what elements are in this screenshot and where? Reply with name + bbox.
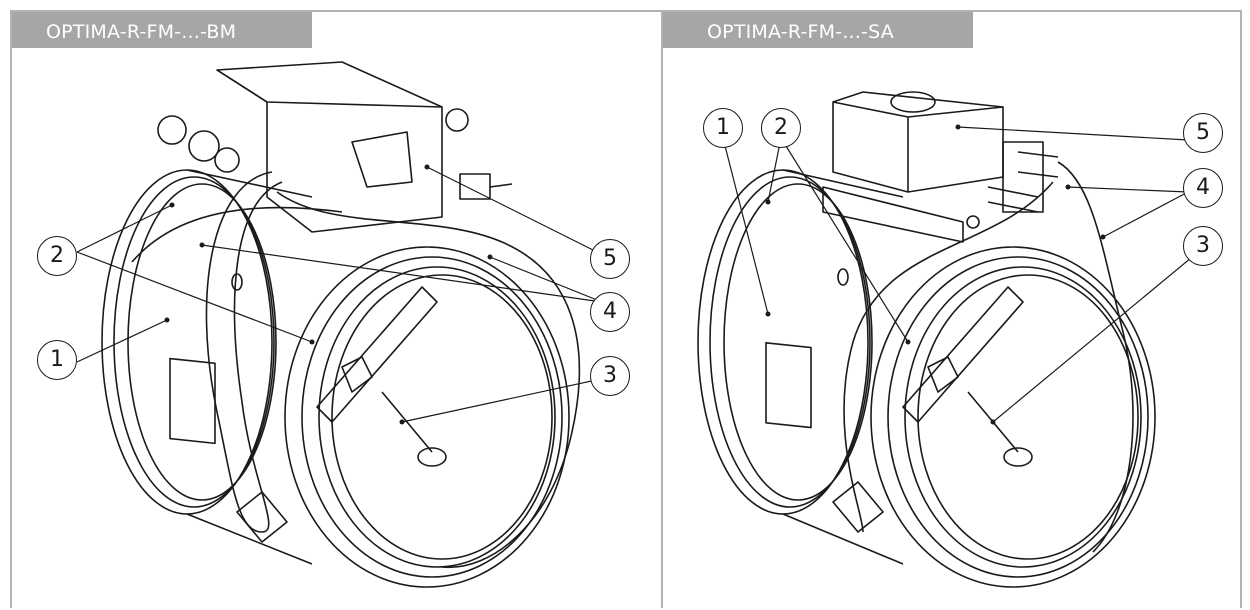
panel-right: OPTIMA-R-FM-...-SA — [661, 10, 1242, 608]
panel-title: OPTIMA-R-FM-...-SA — [663, 12, 973, 48]
callout-4: 4 — [1183, 168, 1223, 208]
callout-1: 1 — [37, 340, 77, 380]
callout-2: 2 — [37, 236, 77, 276]
callout-2: 2 — [761, 108, 801, 148]
callout-1: 1 — [703, 108, 743, 148]
callout-5: 5 — [590, 239, 630, 279]
callout-3: 3 — [590, 356, 630, 396]
callout-4: 4 — [590, 292, 630, 332]
panel-left: OPTIMA-R-FM-...-BM — [10, 10, 663, 608]
damper-drawing-sa — [697, 91, 1204, 588]
damper-drawing-bm — [76, 61, 611, 588]
callout-3: 3 — [1183, 226, 1223, 266]
panel-title: OPTIMA-R-FM-...-BM — [12, 12, 312, 48]
callout-5: 5 — [1183, 113, 1223, 153]
